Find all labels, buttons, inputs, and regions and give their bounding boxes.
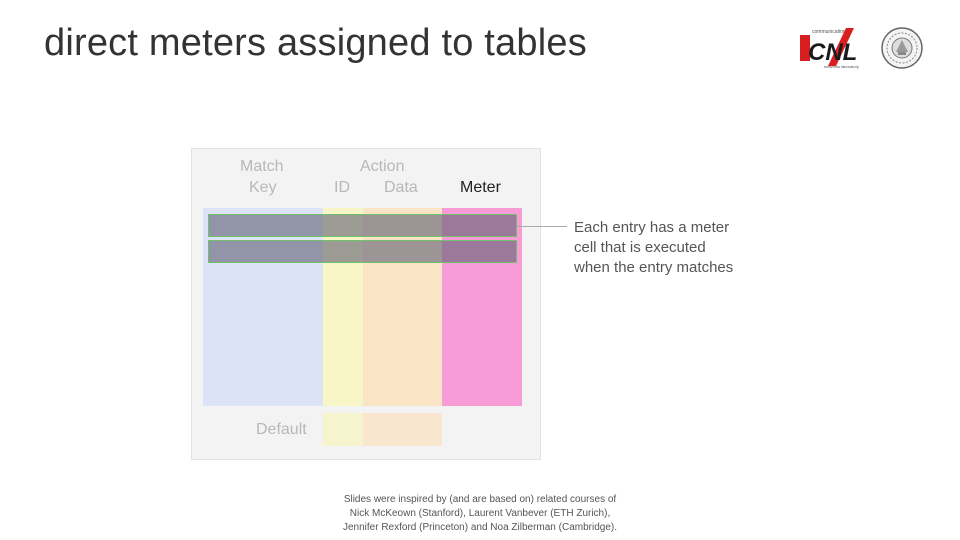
logo-letters: CNL: [808, 39, 857, 66]
logo-small-top: communication: [812, 29, 846, 35]
callout-line-2: cell that is executed: [574, 239, 706, 256]
table-entry-row: [208, 240, 517, 263]
university-seal-icon: [881, 27, 923, 69]
slide-credits: Slides were inspired by (and are based o…: [300, 493, 660, 535]
header-action: Action: [360, 158, 405, 175]
meter-column: [442, 208, 522, 406]
header-id: ID: [334, 179, 350, 196]
action-id-column: [323, 208, 363, 406]
default-label: Default: [256, 421, 307, 438]
callout-connector-line: [517, 226, 567, 227]
callout-line-1: Each entry has a meter: [574, 219, 730, 236]
cnl-lab-logo: communication CNL networks laboratory: [800, 28, 859, 69]
callout-line-3: when the entry matches: [574, 259, 734, 276]
header-data: Data: [384, 179, 418, 196]
callout-text: Each entry has a meter cell that is exec…: [574, 218, 733, 278]
default-data-cell: [363, 413, 442, 446]
table-entry-row: [208, 214, 517, 237]
default-id-cell: [323, 413, 363, 446]
credits-line-3: Jennifer Rexford (Princeton) and Noa Zil…: [342, 522, 617, 533]
header-meter: Meter: [460, 179, 501, 196]
credits-line-1: Slides were inspired by (and are based o…: [343, 494, 617, 505]
action-data-column: [363, 208, 442, 406]
header-key: Key: [249, 179, 277, 196]
credits-line-2: Nick McKeown (Stanford), Laurent Vanbeve…: [349, 508, 611, 519]
logo-small-bottom: networks laboratory: [824, 64, 859, 69]
header-match: Match: [240, 158, 284, 175]
match-key-column: [203, 208, 323, 406]
slide-title: direct meters assigned to tables: [44, 22, 587, 64]
